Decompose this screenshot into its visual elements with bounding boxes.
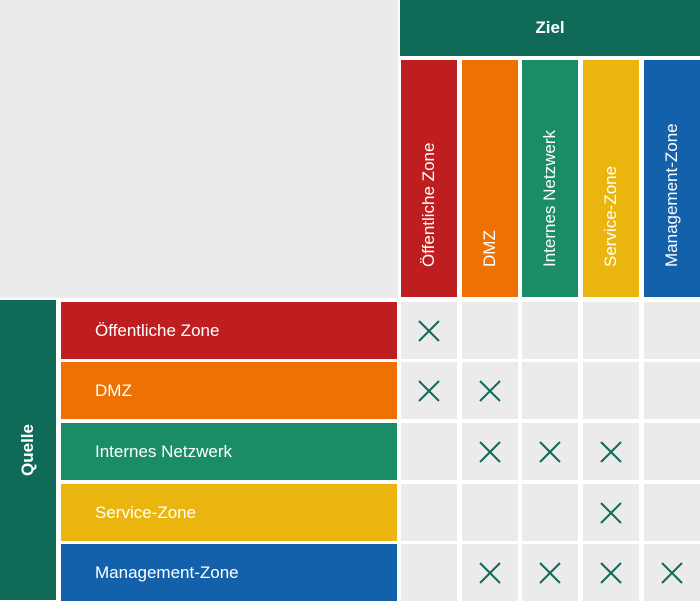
allowed-cross-icon [418, 319, 440, 342]
matrix-cell [462, 302, 518, 359]
target-zone-label: Internes Netzwerk [540, 130, 559, 267]
target-zone-dmz: DMZ [462, 60, 518, 297]
matrix-cell [522, 362, 578, 419]
matrix-cell [522, 484, 578, 541]
matrix-cell [583, 423, 639, 480]
source-zone-label: Service-Zone [95, 502, 197, 522]
matrix-cell [583, 484, 639, 541]
target-zone-label: Management-Zone [662, 123, 681, 267]
source-zone-oeffentliche-zone: Öffentliche Zone [61, 302, 397, 359]
matrix-cell [462, 484, 518, 541]
source-zone-internes-netzwerk: Internes Netzwerk [61, 423, 397, 480]
source-zone-service-zone: Service-Zone [61, 484, 397, 541]
source-header-label: Quelle [18, 424, 37, 476]
allowed-cross-icon [600, 561, 622, 584]
source-zone-label: DMZ [95, 380, 132, 400]
allowed-cross-icon [600, 440, 622, 463]
allowed-cross-icon [418, 379, 440, 402]
matrix-cell [401, 362, 457, 419]
matrix-cell [401, 484, 457, 541]
matrix-cell [522, 302, 578, 359]
matrix-cell [583, 302, 639, 359]
source-zone-label: Öffentliche Zone [95, 320, 220, 340]
source-zone-label: Management-Zone [95, 562, 239, 582]
empty-corner [0, 0, 398, 298]
target-header-label: Ziel [535, 18, 565, 37]
matrix-cell [462, 423, 518, 480]
matrix-cell [644, 362, 700, 419]
allowed-cross-icon [479, 561, 501, 584]
target-zone-oeffentliche-zone: Öffentliche Zone [401, 60, 457, 297]
source-zone-dmz: DMZ [61, 362, 397, 419]
source-zone-label: Internes Netzwerk [95, 441, 232, 461]
allowed-cross-icon [600, 501, 622, 524]
matrix-cell [522, 544, 578, 601]
allowed-cross-icon [661, 561, 683, 584]
target-zone-label: Öffentliche Zone [419, 142, 438, 267]
matrix-cell [401, 302, 457, 359]
target-header: Ziel [400, 0, 700, 56]
matrix-cell [583, 362, 639, 419]
target-zone-label: Service-Zone [601, 165, 620, 267]
matrix-cell [401, 423, 457, 480]
matrix-cell [462, 544, 518, 601]
matrix-cell [462, 362, 518, 419]
allowed-cross-icon [539, 440, 561, 463]
allowed-cross-icon [479, 379, 501, 402]
matrix-cell [644, 423, 700, 480]
target-zone-service-zone: Service-Zone [583, 60, 639, 297]
target-zone-internes-netzwerk: Internes Netzwerk [522, 60, 578, 297]
matrix-cell [522, 423, 578, 480]
matrix-cell [644, 302, 700, 359]
target-zone-label: DMZ [480, 230, 499, 267]
matrix-cell [644, 544, 700, 601]
allowed-cross-icon [539, 561, 561, 584]
matrix-cell [401, 544, 457, 601]
matrix-cell [583, 544, 639, 601]
source-header: Quelle [0, 300, 56, 600]
allowed-cross-icon [479, 440, 501, 463]
matrix-cell [644, 484, 700, 541]
target-zone-management-zone: Management-Zone [644, 60, 700, 297]
source-zone-management-zone: Management-Zone [61, 544, 397, 601]
